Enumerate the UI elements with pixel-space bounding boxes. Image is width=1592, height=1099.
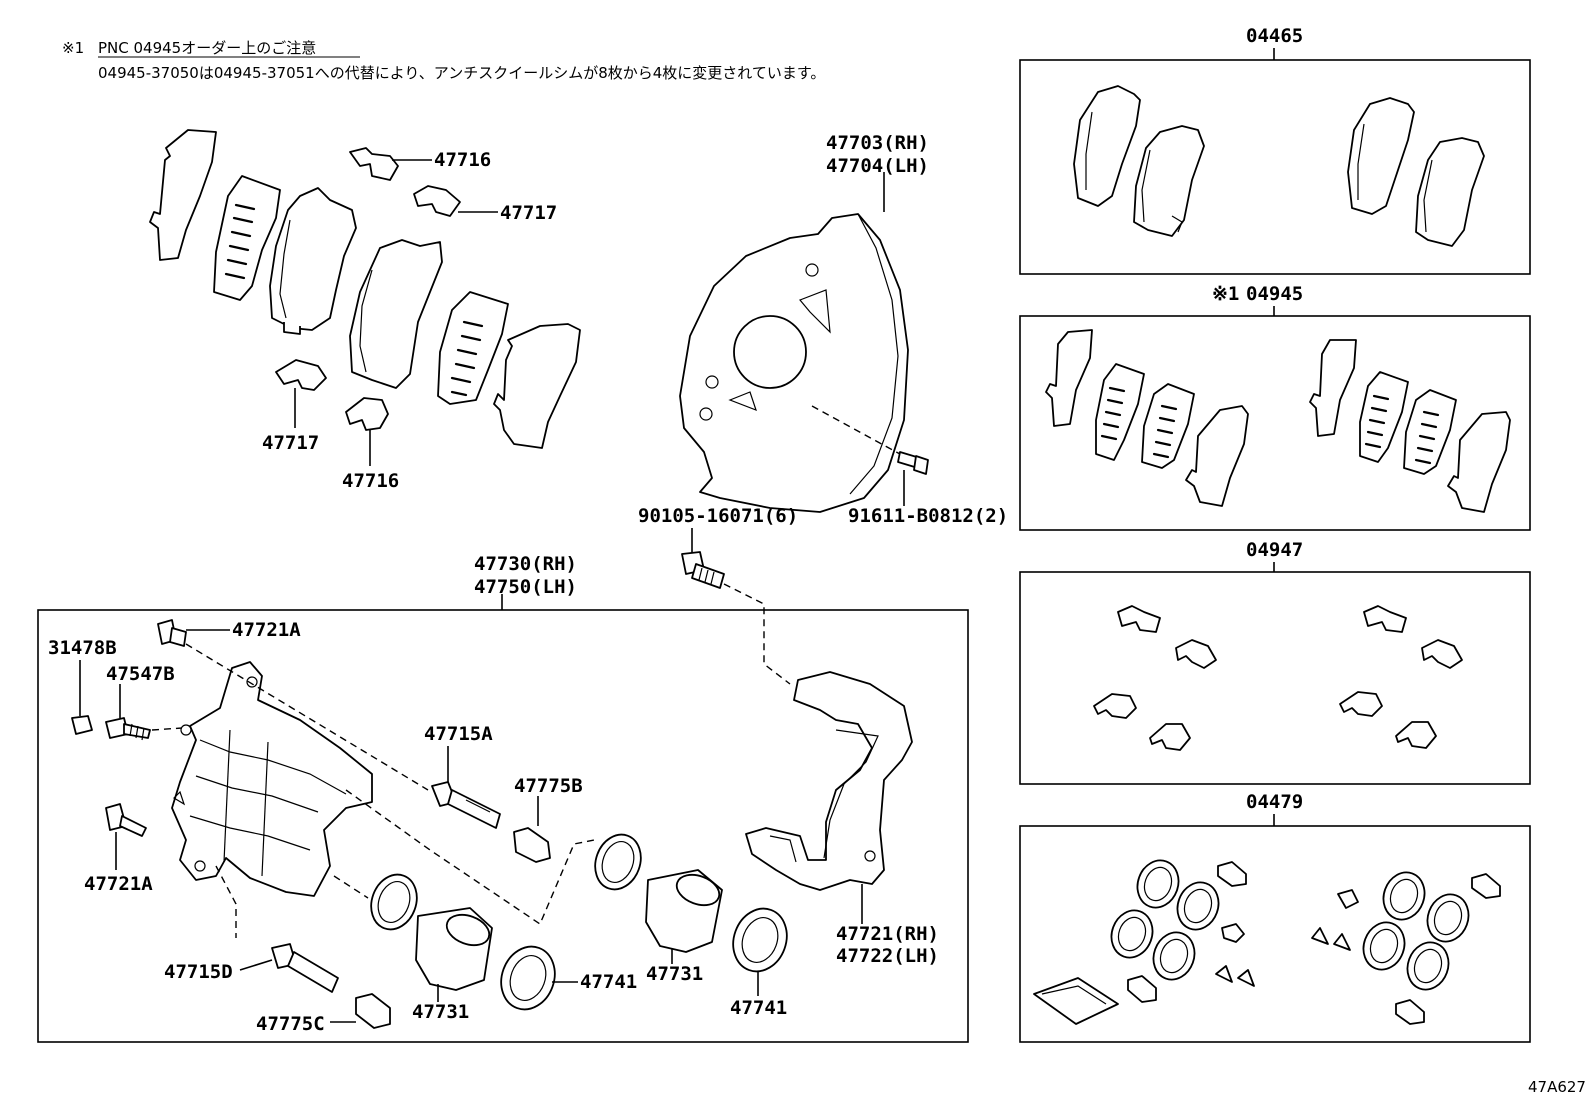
shim-hatch-left [224, 203, 256, 280]
shim-hatch-right [450, 320, 484, 397]
label-47730: 47730(RH) [474, 553, 577, 575]
clip-47717-top [413, 185, 461, 217]
kit-box-04479 [1019, 825, 1531, 1043]
figure-code: 47A627 [1528, 1078, 1586, 1096]
cap-31478b [71, 715, 93, 735]
label-kit-04465: 04465 [1246, 25, 1303, 47]
clip-47716-top [349, 147, 399, 181]
torque-plate [745, 671, 913, 891]
label-47547b: 47547B [106, 663, 175, 685]
label-47722: 47722(LH) [836, 945, 939, 967]
label-47716-bottom: 47716 [342, 470, 399, 492]
grease-packet [1033, 977, 1119, 1025]
clip-47716-bottom [345, 397, 389, 431]
label-47716-top: 47716 [434, 149, 491, 171]
label-47715a: 47715A [424, 723, 493, 745]
outer-shim-left [149, 129, 217, 261]
caliper-mounting-bracket [745, 671, 913, 924]
boot-47741-right [732, 907, 788, 973]
label-90105: 90105-16071(6) [638, 505, 798, 527]
brake-pad-left [269, 187, 357, 331]
caliper-cylinder-body [171, 661, 373, 897]
outer-shim-right [493, 323, 581, 449]
label-47775b: 47775B [514, 775, 583, 797]
label-47731-right: 47731 [646, 963, 703, 985]
seal-right [594, 833, 642, 891]
label-47704: 47704(LH) [826, 155, 929, 177]
kit-04479-seals [1033, 859, 1501, 1025]
label-47741-right: 47741 [730, 997, 787, 1019]
piston-set-left [370, 873, 578, 1011]
label-47717-bottom: 47717 [262, 432, 319, 454]
boot-47775b [513, 827, 551, 863]
label-47703: 47703(RH) [826, 132, 929, 154]
label-47775c: 47775C [256, 1013, 325, 1035]
label-47721a-top: 47721A [232, 619, 301, 641]
label-47750: 47750(LH) [474, 576, 577, 598]
note-heading: PNC 04945オーダー上のご注意 [98, 39, 316, 57]
anti-squeal-shim-left [213, 175, 281, 301]
label-47717-top: 47717 [500, 202, 557, 224]
note-mark: ※1 [62, 39, 84, 57]
boot-47775c [355, 993, 391, 1029]
caliper-housing [171, 661, 373, 897]
boot-47741-left [500, 945, 556, 1011]
caliper-hardware [71, 619, 595, 1029]
label-31478b: 31478B [48, 637, 117, 659]
clip-47717-bottom [275, 359, 327, 391]
label-kit-04479: 04479 [1246, 791, 1303, 813]
kit-box-04465 [1019, 59, 1531, 275]
label-47741-left: 47741 [580, 971, 637, 993]
caliper-assembly-box [37, 609, 969, 1043]
disc-brake-dust-cover [679, 172, 909, 513]
label-91611: 91611-B0812(2) [848, 505, 1008, 527]
dust-cover-hub-hole [733, 315, 807, 389]
label-47721a-bottom: 47721A [84, 873, 153, 895]
label-47731-left: 47731 [412, 1001, 469, 1023]
kit-box-04947 [1019, 571, 1531, 785]
brake-pad-right [349, 239, 443, 389]
kit-04945-shims [1045, 329, 1511, 513]
label-47715d: 47715D [164, 961, 233, 983]
kit-04947-clips [1093, 605, 1463, 751]
pad-assembly-exploded [149, 129, 581, 466]
note-body: 04945-37050は04945-37051への代替により、アンチスクイールシ… [98, 64, 825, 82]
pad-left-tab [283, 322, 301, 335]
order-note: ※1 PNC 04945オーダー上のご注意 04945-37050は04945-… [62, 39, 825, 82]
seal-left [370, 873, 418, 931]
label-kit-04947: 04947 [1246, 539, 1303, 561]
label-kit-04945-mark: ※1 [1212, 283, 1239, 305]
bolt-91611 [811, 405, 929, 506]
kit-box-04945 [1019, 315, 1531, 531]
kit-04465-pads [1073, 85, 1485, 247]
label-47721: 47721(RH) [836, 923, 939, 945]
anti-squeal-shim-right [437, 291, 509, 405]
piston-set-right [594, 833, 788, 996]
bolt-90105 [681, 528, 791, 685]
label-kit-04945: 04945 [1246, 283, 1303, 305]
